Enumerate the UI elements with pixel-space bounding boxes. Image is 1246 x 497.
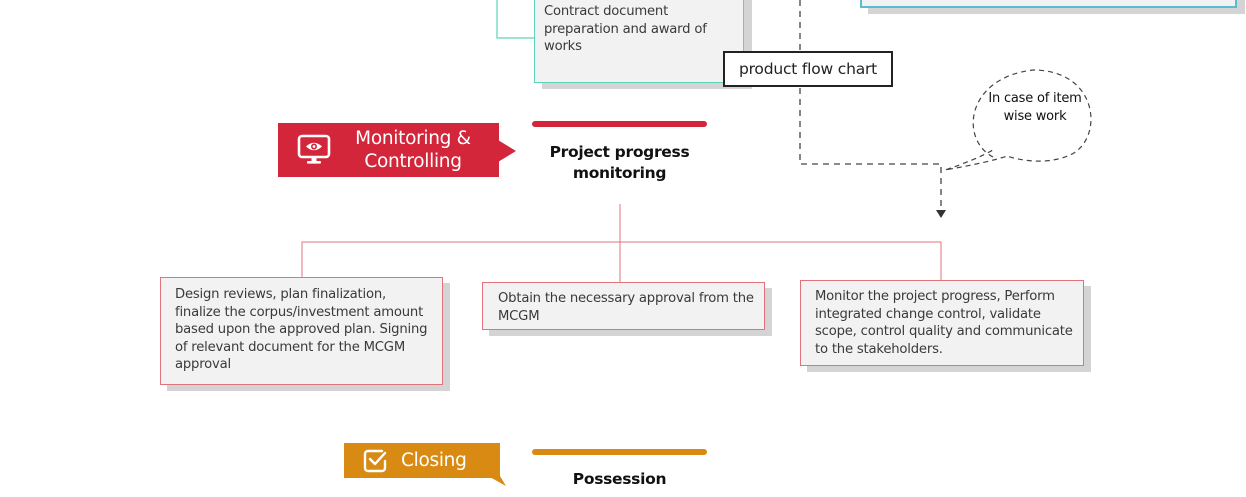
callout-text: In case of item wise work xyxy=(988,91,1082,124)
top-right-box xyxy=(860,0,1237,8)
step-title-closing: Possession xyxy=(572,470,667,488)
sub-box-text: Obtain the necessary approval from the M… xyxy=(498,291,754,324)
phase-badge-closing[interactable]: Closing xyxy=(344,443,500,478)
phase-bar-closing xyxy=(532,449,707,455)
tooltip-text: product flow chart xyxy=(738,60,878,78)
sub-box-design-reviews: Design reviews, plan finalization, final… xyxy=(160,277,443,385)
badge-pointer xyxy=(498,140,516,162)
teal-connector xyxy=(496,0,534,39)
phase-bar-monitoring xyxy=(532,121,707,127)
tree-branch xyxy=(301,241,942,280)
arrow-down-icon xyxy=(936,210,946,218)
monitor-eye-icon xyxy=(297,134,331,164)
sub-box-text: Monitor the project progress, Perform in… xyxy=(815,289,1073,357)
callout-bubble xyxy=(944,69,1092,171)
sub-box-monitor-progress: Monitor the project progress, Perform in… xyxy=(800,280,1084,366)
contract-box: Contract document preparation and award … xyxy=(534,0,744,83)
checkbox-check-icon xyxy=(363,449,387,472)
dashed-flow-line xyxy=(799,0,942,212)
sub-box-approval: Obtain the necessary approval from the M… xyxy=(482,282,765,330)
phase-label: Closing xyxy=(401,450,467,471)
phase-label: Monitoring & Controlling xyxy=(355,128,471,172)
phase-badge-monitoring[interactable]: Monitoring & Controlling xyxy=(278,123,499,177)
tooltip: product flow chart xyxy=(723,51,893,87)
contract-box-text: Contract document preparation and award … xyxy=(544,4,707,55)
badge-pointer xyxy=(488,476,506,486)
step-title-monitoring: Project progress monitoring xyxy=(549,143,690,182)
sub-box-text: Design reviews, plan finalization, final… xyxy=(175,287,428,373)
